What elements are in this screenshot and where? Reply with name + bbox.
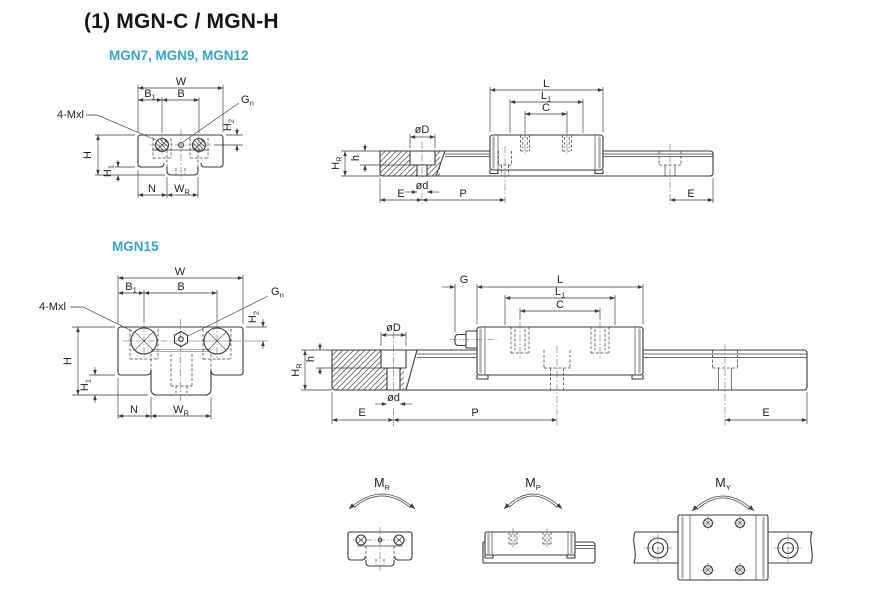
dim-label-n: N	[130, 404, 138, 416]
mounting-bolt-symbols	[130, 327, 231, 355]
centerlines	[150, 129, 212, 180]
dim-label-l: L	[557, 274, 563, 286]
dim-label-c: C	[556, 299, 564, 311]
dim-label-c: C	[542, 102, 550, 114]
rail-outline	[379, 150, 714, 177]
extension-lines	[301, 284, 808, 424]
dim-label-h2: H2	[247, 311, 261, 323]
dim-label-b1: B1	[144, 88, 156, 102]
dim-label-wr: WR	[173, 404, 189, 418]
mini-top-view	[633, 514, 813, 581]
dim-label-e2: E	[687, 188, 694, 200]
dimension-lines	[303, 285, 807, 422]
dimension-lines	[96, 86, 239, 197]
side-view-mgn15: G L L1 C øD h HR ød E P E	[290, 274, 808, 426]
dim-label-h1: H1	[102, 165, 116, 177]
dim-label-b1: B1	[125, 281, 137, 295]
mini-side-view	[482, 528, 596, 564]
cross-section-mgn7-9-12: W B B1 Gn 4-Mxl H H1 H2 N WR	[57, 76, 254, 198]
dim-label-e: E	[358, 407, 365, 419]
dim-label-wr: WR	[174, 183, 190, 197]
dim-label-od-small: ød	[387, 392, 400, 404]
dimension-lines	[76, 276, 265, 418]
rail-section-hatch	[379, 150, 441, 177]
grease-nipple-symbol	[173, 330, 189, 348]
extension-lines	[95, 85, 243, 198]
moment-arc-arrow	[503, 493, 563, 510]
mounting-bolt-symbols	[154, 137, 207, 153]
grease-hole	[177, 141, 185, 149]
cross-section-mgn15: W B B1 Gn 4-Mxl H H1 H2 N WR	[39, 266, 284, 419]
carriage-block-outline	[137, 134, 224, 176]
hidden-rail-profile	[129, 329, 232, 393]
moment-label-mp: MP	[525, 476, 540, 492]
dim-label-od-big: øD	[386, 322, 401, 334]
series-label-mgn15: MGN15	[112, 239, 159, 254]
moment-yaw-diagram: MY	[633, 476, 813, 581]
centerlines	[393, 322, 726, 426]
rail-outline	[331, 349, 808, 391]
dim-label-w: W	[176, 76, 187, 88]
dim-label-h2: H2	[222, 119, 236, 131]
dim-label-e: E	[397, 188, 404, 200]
dim-label-h-rail: h	[305, 356, 317, 362]
dim-label-n: N	[148, 183, 156, 195]
mini-cross-section	[347, 527, 413, 571]
dim-label-h: H	[82, 151, 94, 159]
carriage-block-outline	[117, 326, 268, 396]
dim-label-p: P	[471, 407, 478, 419]
dim-label-h1: H1	[79, 379, 93, 391]
dim-label-gn: Gn	[241, 94, 254, 108]
dim-label-l1: L1	[555, 286, 565, 300]
moment-roll-diagram: MR	[347, 476, 416, 571]
moment-pitch-diagram: MP	[482, 476, 596, 564]
dim-label-4mxl: 4-Mxl	[57, 109, 84, 121]
extension-lines	[341, 87, 714, 203]
page-title: (1) MGN-C / MGN-H	[84, 10, 279, 33]
dim-label-l1: L1	[541, 90, 551, 104]
dim-label-p: P	[459, 188, 466, 200]
carriage-block-outline	[476, 326, 644, 380]
dim-label-h-rail: h	[350, 155, 362, 161]
dim-label-g: G	[460, 274, 469, 286]
dim-label-hr: HR	[290, 363, 304, 377]
moment-label-mr: MR	[374, 476, 390, 492]
centerlines	[123, 319, 218, 403]
carriage-block-outline	[489, 134, 604, 175]
dim-label-l: L	[543, 78, 549, 90]
dim-label-b: B	[177, 281, 184, 293]
dimension-lines	[343, 88, 713, 202]
dim-label-w: W	[175, 266, 186, 278]
hidden-holes	[498, 135, 682, 176]
dim-label-e2: E	[762, 407, 769, 419]
dim-label-b: B	[177, 88, 184, 100]
dim-label-hr: HR	[330, 156, 344, 170]
leader-lines	[86, 102, 240, 143]
moment-arc-arrow	[348, 493, 416, 510]
dim-label-h: H	[62, 357, 74, 365]
dim-label-4mxl: 4-Mxl	[39, 301, 66, 313]
leader-lines	[70, 295, 269, 337]
dim-label-gn: Gn	[271, 286, 284, 300]
moment-label-my: MY	[715, 476, 730, 492]
grease-nipple	[450, 330, 497, 349]
dim-label-od-big: øD	[415, 124, 430, 136]
hidden-rail-profile	[152, 138, 209, 174]
hidden-holes	[510, 327, 738, 390]
dim-label-od-small: ød	[416, 180, 429, 192]
moment-arc-arrow	[691, 495, 755, 512]
side-view-mgn7-9-12: L L1 C øD HR h ød E P E	[330, 78, 714, 204]
extension-lines	[72, 275, 267, 419]
series-label-mgn7-9-12: MGN7, MGN9, MGN12	[109, 48, 249, 63]
